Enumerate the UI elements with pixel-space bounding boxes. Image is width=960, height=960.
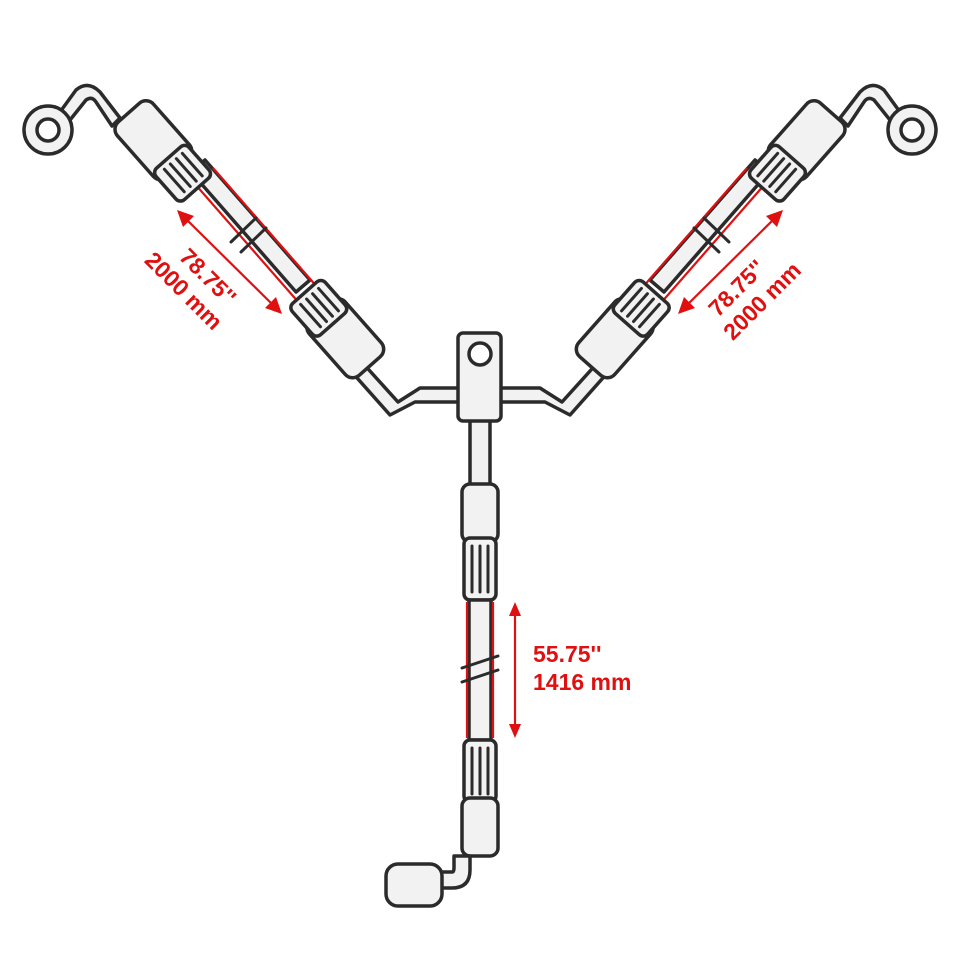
left-banjo-hole [35,117,61,143]
rib [632,297,655,324]
bottom-hose [467,598,493,742]
left-lower-ferrule [289,278,349,338]
bottom-break-mark [460,668,500,684]
rib [174,157,198,183]
bottom-brake-line [384,482,500,908]
bottom-end-fitting [384,862,444,908]
right-lower-ferrule [611,278,671,338]
bottom-dimension-label: 55.75'' 1416 mm [533,641,631,695]
rib [762,157,786,183]
left-dimension-arrow [177,210,282,314]
left-dimension-label: 78.75'' 2000 mm [140,243,241,335]
bottom-break-mark [460,654,500,670]
right-break-mark [702,216,731,244]
right-banjo-hole [899,117,925,143]
center-rigid-tube [468,416,492,488]
rib [620,286,643,313]
junction-block [456,331,503,488]
bottom-dimension-arrow [509,602,521,738]
rib [180,151,204,178]
rib [768,162,792,188]
junction-mount-hole [467,341,493,367]
bottom-upper-sleeve [460,482,500,544]
rib [774,167,798,194]
rib [638,302,661,329]
bottom-lower-sleeve [460,796,500,858]
rib [317,286,340,313]
right-brake-line [498,83,938,417]
right-break-mark [692,226,721,254]
right-dimension-arrow [678,210,783,314]
rib [162,167,186,194]
left-upper-ferrule [152,143,213,203]
right-upper-ferrule [747,143,808,203]
bottom-bend [438,854,472,890]
rib [626,292,649,318]
rib [305,297,328,324]
left-break-mark [239,226,268,254]
rib [299,302,322,329]
left-brake-line [22,83,462,417]
rib [311,292,334,318]
right-dimension-label: 78.75'' 2000 mm [703,255,806,345]
bottom-dimension-mm: 1416 mm [533,669,631,695]
rib [756,151,780,178]
left-break-mark [229,216,258,244]
bottom-dimension-inches: 55.75'' [533,641,602,667]
rib [168,162,192,188]
